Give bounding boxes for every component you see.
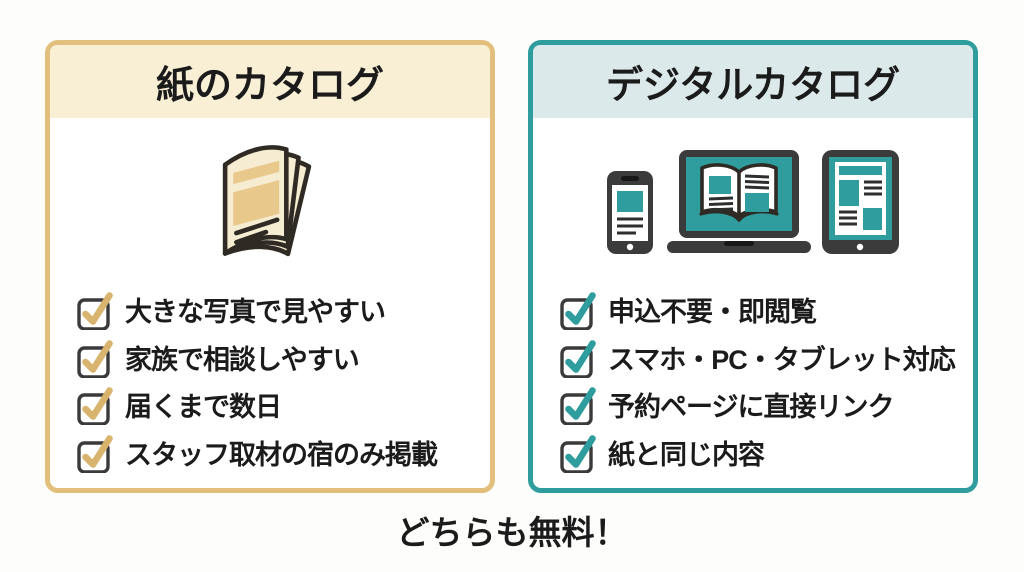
digital-catalog-card: デジタルカタログ bbox=[528, 40, 978, 493]
laptop-icon bbox=[667, 150, 811, 253]
paper-feature-list: 大きな写真で見やすい 家族で相談しやすい 届くまで数日 スタッフ取材の宿のみ掲載 bbox=[50, 286, 490, 476]
list-item-label: 申込不要・即閲覧 bbox=[608, 297, 817, 328]
list-item: 大きな写真で見やすい bbox=[76, 286, 486, 334]
list-item: 届くまで数日 bbox=[76, 381, 486, 429]
smartphone-icon bbox=[607, 171, 653, 254]
devices-icon-area bbox=[533, 118, 973, 286]
list-item: 紙と同じ内容 bbox=[559, 429, 969, 477]
checkbox-icon bbox=[560, 339, 596, 378]
list-item: スタッフ取材の宿のみ掲載 bbox=[76, 429, 486, 477]
paper-card-title: 紙のカタログ bbox=[155, 65, 384, 107]
tablet-icon bbox=[822, 150, 899, 254]
digital-card-header: デジタルカタログ bbox=[533, 45, 973, 118]
list-item: 申込不要・即閲覧 bbox=[559, 286, 969, 334]
digital-feature-list: 申込不要・即閲覧 スマホ・PC・タブレット対応 予約ページに直接リンク 紙と同じ… bbox=[533, 286, 973, 476]
list-item-label: スタッフ取材の宿のみ掲載 bbox=[125, 439, 438, 470]
checkbox-icon bbox=[77, 434, 113, 473]
checkbox-icon bbox=[560, 387, 596, 426]
list-item-label: 大きな写真で見やすい bbox=[125, 297, 386, 328]
checkbox-icon bbox=[77, 339, 113, 378]
checkbox-icon bbox=[560, 292, 596, 331]
list-item-label: 届くまで数日 bbox=[125, 392, 282, 423]
booklet-icon bbox=[222, 145, 312, 257]
devices-smartphone-laptop-tablet-icon bbox=[607, 150, 899, 254]
list-item-label: 予約ページに直接リンク bbox=[608, 392, 894, 423]
list-item: 予約ページに直接リンク bbox=[559, 381, 969, 429]
digital-card-title: デジタルカタログ bbox=[605, 65, 900, 107]
list-item-label: 紙と同じ内容 bbox=[608, 439, 765, 470]
list-item-label: 家族で相談しやすい bbox=[125, 344, 360, 375]
checkbox-icon bbox=[560, 434, 596, 473]
paper-catalog-booklet-icon bbox=[50, 118, 490, 286]
checkbox-icon bbox=[77, 387, 113, 426]
checkbox-icon bbox=[77, 292, 113, 331]
paper-catalog-card: 紙のカタログ 大きな写 bbox=[45, 40, 495, 493]
footer-note: どちらも無料！ bbox=[396, 514, 628, 551]
paper-card-header: 紙のカタログ bbox=[50, 45, 490, 118]
list-item: 家族で相談しやすい bbox=[76, 334, 486, 382]
list-item-label: スマホ・PC・タブレット対応 bbox=[608, 344, 956, 375]
list-item: スマホ・PC・タブレット対応 bbox=[559, 334, 969, 382]
